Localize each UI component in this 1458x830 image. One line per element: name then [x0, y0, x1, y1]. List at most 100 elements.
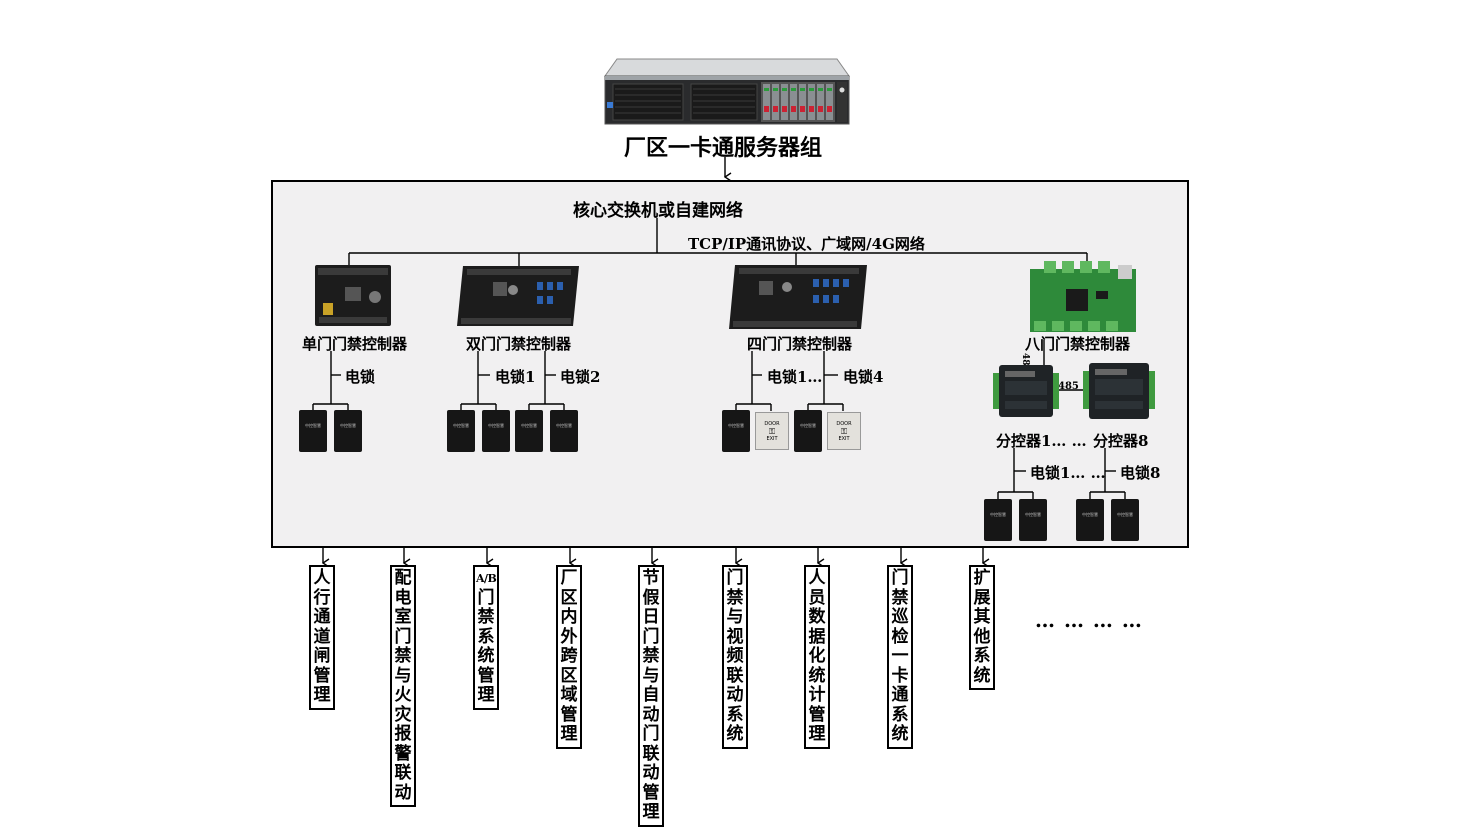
- subsystem-char: 行: [313, 587, 331, 608]
- sub-controller-device: [1083, 363, 1155, 419]
- subsystem-char: 理: [313, 685, 331, 705]
- subsystem-char: 理: [808, 724, 826, 744]
- lock-label: 电锁8: [1120, 464, 1161, 482]
- lock-label: 电锁: [345, 368, 376, 386]
- subsystem-char: 禁: [394, 646, 412, 666]
- subsystem-box: 配电室门禁与火灾报警联动: [390, 565, 416, 807]
- subsystem-char: 通: [891, 685, 909, 705]
- card-reader-brand: 中控智慧: [990, 512, 1006, 517]
- subsystem-box: 厂区内外跨区域管理: [556, 565, 582, 749]
- subsystem-char: 禁: [726, 587, 744, 608]
- subsystem-char: 门: [477, 587, 495, 608]
- exit-button: DOOR ⚿ EXIT: [755, 412, 789, 450]
- subsystem-char: 其: [973, 607, 991, 627]
- subsystem-char: 管: [313, 665, 331, 686]
- bus-label-485: 485: [1058, 381, 1079, 392]
- subsystem-char: 闸: [313, 646, 331, 666]
- exit-button-exit-text: EXIT: [838, 436, 850, 442]
- controller-name-single: 单门门禁控制器: [302, 335, 408, 353]
- card-reader: 中控智慧: [794, 410, 822, 452]
- eight-door-controller-board: [1030, 261, 1136, 332]
- subsystem-char: 联: [726, 665, 744, 686]
- subsystem-box: 节假日门禁与自动门联动管理: [638, 565, 664, 827]
- subsystem-char: 理: [642, 802, 660, 822]
- controller-name-four: 四门门禁控制器: [747, 335, 853, 353]
- subsystem-char: 节: [642, 568, 660, 588]
- card-reader: 中控智慧: [1076, 499, 1104, 541]
- subsystem-box: 门禁巡检一卡通系统: [887, 565, 913, 749]
- subsystem-char: 系: [726, 704, 744, 725]
- card-reader: 中控智慧: [447, 410, 475, 452]
- card-reader-brand: 中控智慧: [340, 423, 356, 428]
- sub-controller-label: 分控器1… …: [996, 432, 1087, 450]
- card-reader-brand: 中控智慧: [1025, 512, 1041, 517]
- card-reader: 中控智慧: [722, 410, 750, 452]
- subsystem-char: 与: [394, 665, 412, 686]
- card-reader: 中控智慧: [515, 410, 543, 452]
- subsystem-box: 扩展其他系统: [969, 565, 995, 690]
- card-reader-brand: 中控智慧: [728, 423, 744, 428]
- card-reader: 中控智慧: [984, 499, 1012, 541]
- subsystem-char: 他: [973, 626, 991, 647]
- subsystem-char: 室: [394, 607, 412, 627]
- subsystem-char: 理: [560, 724, 578, 744]
- subsystem-char: 巡: [891, 607, 909, 627]
- subsystem-char: 检: [891, 626, 909, 647]
- subsystem-char: 管: [560, 704, 578, 725]
- subsystem-char: 厂: [560, 568, 578, 588]
- subsystem-char: 区: [560, 665, 578, 686]
- subsystem-char: 管: [477, 665, 495, 686]
- subsystem-char: 统: [808, 665, 826, 686]
- subsystem-char: 域: [560, 685, 578, 705]
- card-reader-brand: 中控智慧: [800, 423, 816, 428]
- controller-name-eight: 八门门禁控制器: [1025, 335, 1131, 353]
- subsystem-box: 门禁与视频联动系统: [722, 565, 748, 749]
- subsystem-char: 与: [726, 607, 744, 627]
- subsystem-char: 一: [891, 646, 909, 666]
- subsystem-char: 动: [726, 685, 744, 705]
- card-reader-brand: 中控智慧: [453, 423, 469, 428]
- subsystem-char: 管: [642, 782, 660, 803]
- exit-button-door-text: DOOR: [764, 421, 780, 427]
- subsystem-char: 内: [560, 607, 578, 627]
- subsystem-char: 警: [394, 743, 412, 764]
- subsystem-char: 跨: [560, 646, 578, 666]
- server-title: 厂区一卡通服务器组: [624, 135, 823, 161]
- subsystem-char: 系: [891, 704, 909, 725]
- lock-label: 电锁4: [843, 368, 884, 386]
- lock-label: 电锁1: [495, 368, 536, 386]
- subsystem-char: 统: [973, 665, 991, 686]
- exit-button-exit-text: EXIT: [766, 436, 778, 442]
- single-door-controller-board: [315, 265, 391, 326]
- subsystem-char: 灾: [394, 704, 412, 725]
- subsystem-char: 配: [394, 568, 412, 588]
- subsystem-char: 门: [891, 568, 909, 588]
- subsystem-char: 理: [477, 685, 495, 705]
- subsystem-char: 人: [313, 568, 331, 588]
- card-reader-brand: 中控智慧: [488, 423, 504, 428]
- protocol-label: TCP/IP通讯协议、广域网/4G网络: [688, 235, 925, 253]
- subsystem-char: 门: [642, 626, 660, 647]
- lock-label: 电锁1… …: [1030, 464, 1106, 482]
- subsystem-char: 系: [973, 646, 991, 666]
- four-door-controller-board: [729, 265, 867, 329]
- lock-label: 电锁1…: [767, 368, 823, 386]
- double-door-controller-board: [457, 266, 579, 326]
- exit-button-door-text: DOOR: [836, 421, 852, 427]
- subsystem-char: 联: [394, 763, 412, 783]
- subsystem-char: A/B: [476, 572, 497, 585]
- subsystem-char: 计: [808, 685, 826, 705]
- subsystem-char: 报: [394, 724, 412, 744]
- subsystem-char: 假: [642, 587, 660, 608]
- network-frame: [271, 180, 1189, 548]
- subsystem-char: 通: [313, 607, 331, 627]
- subsystem-char: 动: [642, 704, 660, 725]
- controller-name-double: 双门门禁控制器: [466, 335, 572, 353]
- card-reader: 中控智慧: [550, 410, 578, 452]
- subsystem-char: 人: [808, 568, 826, 588]
- subsystem-box: 人行通道闸管理: [309, 565, 335, 710]
- subsystem-char: 管: [808, 704, 826, 725]
- more-systems-ellipsis: … … … …: [1035, 608, 1143, 632]
- subsystem-char: 门: [394, 626, 412, 647]
